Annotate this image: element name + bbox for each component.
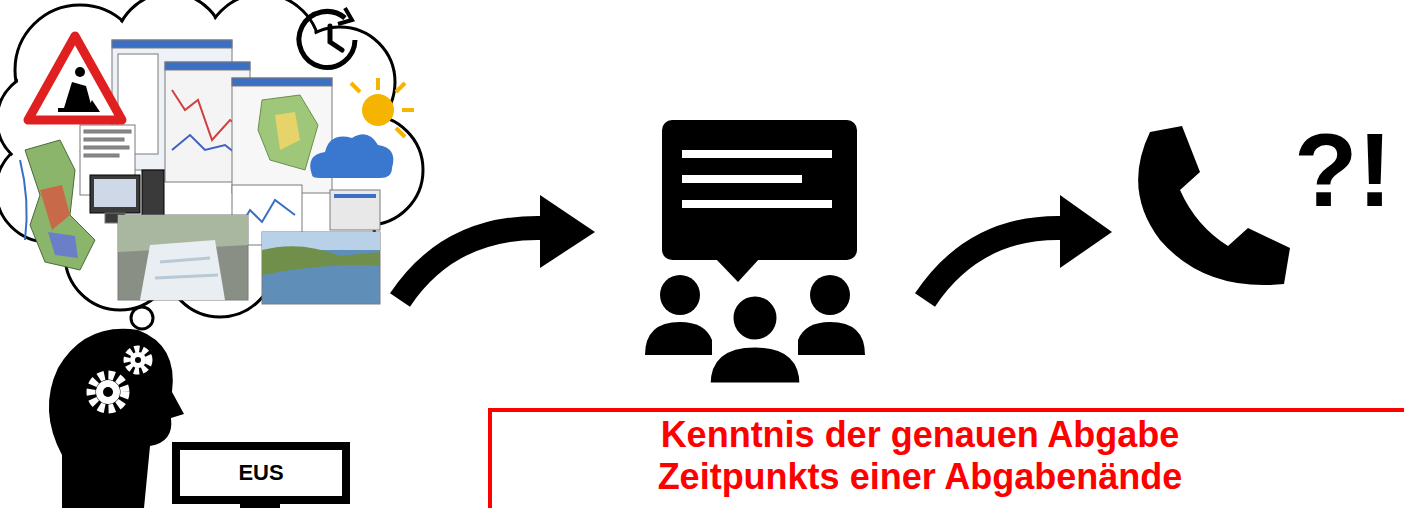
box-text: EUS: [180, 450, 342, 496]
flow-arrow: [925, 195, 1112, 300]
construction-sign: [28, 36, 122, 120]
thought-cloud: [0, 0, 423, 345]
weather-icon: [310, 78, 414, 178]
discussion-icon: [645, 120, 865, 385]
phone-icon: [1138, 126, 1290, 285]
head-icon: [49, 329, 184, 508]
exclamation-mark: ?!: [1294, 118, 1404, 222]
flow-arrow: [400, 195, 595, 300]
box-text: Kenntnis der genauen Abgabe Zeitpunkts e…: [610, 414, 1230, 498]
note-box: Kenntnis der genauen Abgabe Zeitpunkts e…: [488, 408, 1404, 508]
clock-icon: [299, 8, 355, 67]
monitor-screen: EUS: [172, 442, 350, 504]
